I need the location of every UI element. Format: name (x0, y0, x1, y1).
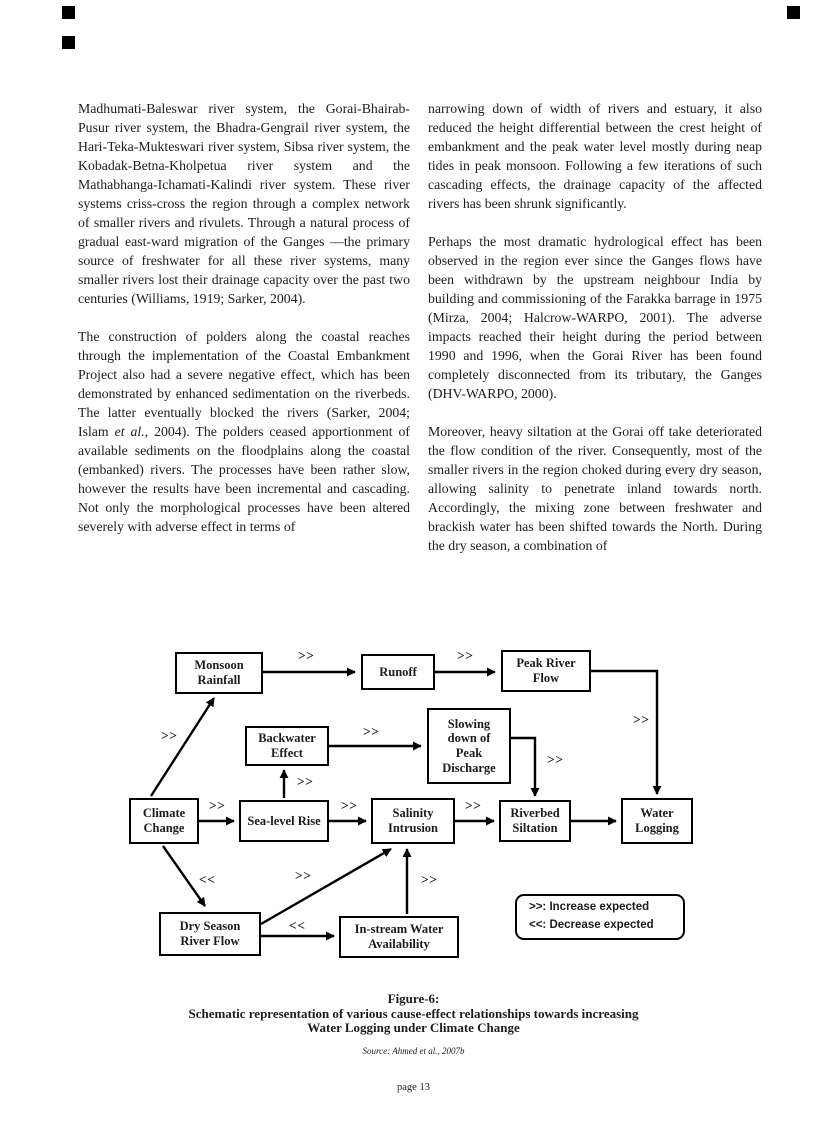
node-sea-level-rise: Sea-level Rise (239, 800, 329, 842)
corner-mark (62, 36, 75, 49)
node-runoff: Runoff (361, 654, 435, 690)
paragraph: Madhumati-Baleswar river system, the Gor… (78, 101, 410, 306)
node-peak-river-flow: Peak River Flow (501, 650, 591, 692)
node-salinity-intrusion: Salinity Intrusion (371, 798, 455, 844)
corner-mark (787, 6, 800, 19)
figure-source: Source: Ahmed et al., 2007b (362, 1046, 465, 1056)
arrow-label-increase: >> (209, 798, 226, 813)
figure-caption-tag: Figure-6: (387, 991, 440, 1006)
diagram-arrows (149, 667, 662, 941)
arrow-label-increase: >> (295, 868, 312, 883)
paragraph: Perhaps the most dramatic hydrological e… (428, 234, 762, 401)
node-slowing-peak-discharge: Slowing down of Peak Discharge (427, 708, 511, 784)
arrow-label-increase: >> (298, 648, 315, 663)
arrow-label-decrease: << (199, 872, 216, 887)
figure-caption-line2: Water Logging under Climate Change (307, 1020, 520, 1035)
arrow-label-increase: >> (421, 872, 438, 887)
figure-caption: Figure-6: Schematic representation of va… (0, 991, 827, 1036)
node-climate-change: Climate Change (129, 798, 199, 844)
left-column: Madhumati-Baleswar river system, the Gor… (78, 99, 410, 555)
page-number: page 13 (397, 1082, 430, 1093)
node-dry-season-river-flow: Dry Season River Flow (159, 912, 261, 956)
node-riverbed-siltation: Riverbed Siltation (499, 800, 571, 842)
arrow-label-increase: >> (363, 724, 380, 739)
legend-box: >>: Increase expected <<: Decrease expec… (515, 894, 685, 940)
arrow-label-increase: >> (633, 712, 650, 727)
arrow-label-increase: >> (465, 798, 482, 813)
node-backwater-effect: Backwater Effect (245, 726, 329, 766)
right-column: narrowing down of width of rivers and es… (428, 99, 762, 574)
paragraph: Moreover, heavy siltation at the Gorai o… (428, 424, 762, 553)
figure-6-diagram: Monsoon Rainfall Runoff Peak River Flow … (115, 640, 715, 980)
paragraph-text: 2004). The polders ceased apportionment … (78, 424, 411, 534)
arrow-label-increase: >> (547, 752, 564, 767)
arrow-label-increase: >> (161, 728, 178, 743)
paragraph: narrowing down of width of rivers and es… (428, 101, 762, 211)
paragraph-text-italic: et al., (114, 424, 149, 439)
arrow-label-increase: >> (341, 798, 358, 813)
arrow-label-increase: >> (457, 648, 474, 663)
paragraph-text: The construction of polders along the co… (78, 329, 410, 439)
legend-decrease: <<: Decrease expected (529, 919, 654, 931)
paragraph: The construction of polders along the co… (78, 327, 410, 536)
legend-increase: >>: Increase expected (529, 901, 650, 914)
node-monsoon-rainfall: Monsoon Rainfall (175, 652, 263, 694)
node-water-logging: Water Logging (621, 798, 693, 844)
corner-mark (62, 6, 75, 19)
arrow-label-increase: >> (297, 774, 314, 789)
arrow-label-decrease: << (289, 918, 306, 933)
figure-caption-line1: Schematic representation of various caus… (188, 1005, 639, 1021)
node-in-stream-water-availability: In-stream Water Availability (339, 916, 459, 958)
